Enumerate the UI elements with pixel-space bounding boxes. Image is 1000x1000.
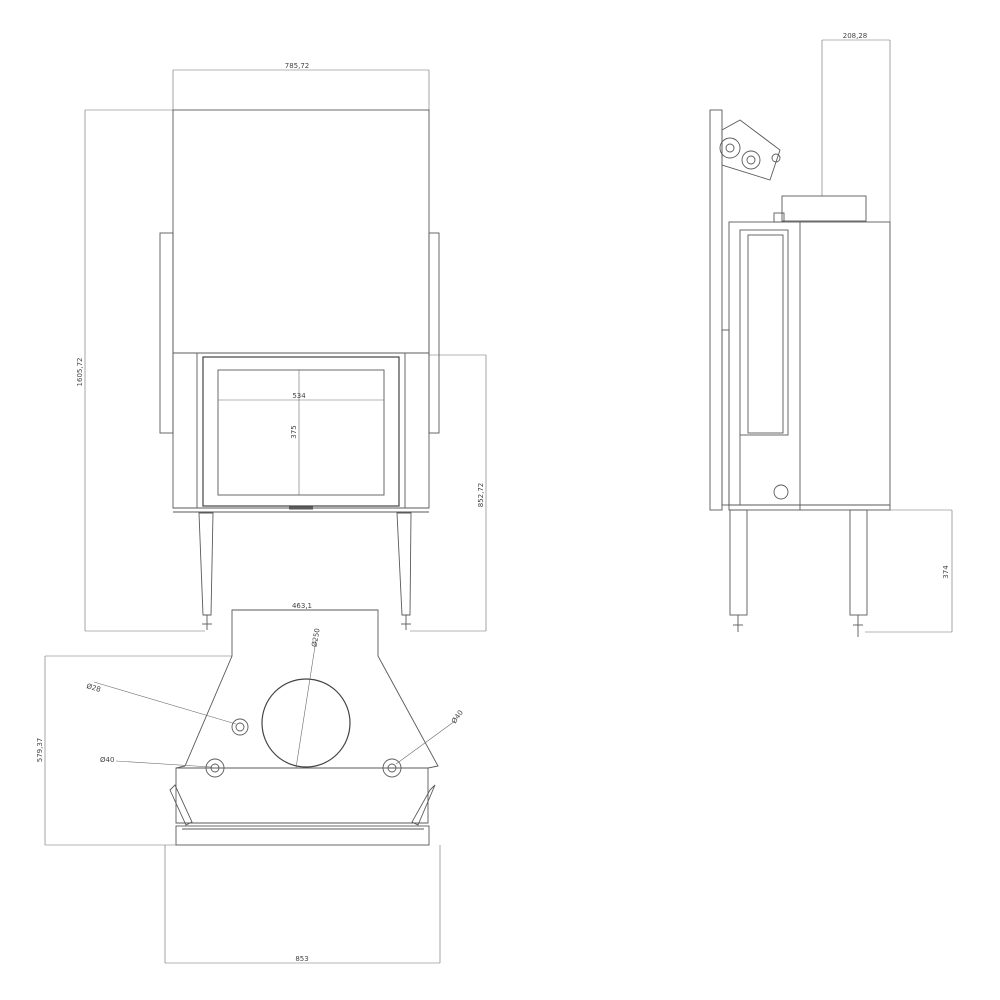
- label-door-to-floor: 852,72: [477, 483, 485, 508]
- front-side-panel-right: [428, 232, 440, 434]
- label-small-hole-2: Ø40: [100, 756, 114, 764]
- side-view: 208,28 37: [709, 32, 953, 637]
- front-firebox: [172, 352, 430, 509]
- top-hole-40-right: [382, 758, 402, 778]
- side-flue-collar: [781, 195, 867, 222]
- front-glass: [217, 369, 385, 496]
- label-glass-height: 375: [290, 425, 298, 438]
- front-door: [202, 356, 400, 507]
- dim-overall-height: 1605,72: [76, 109, 205, 632]
- top-flue-circle: [261, 678, 351, 768]
- front-side-panel-left: [159, 232, 174, 434]
- side-front-lip: [721, 329, 730, 506]
- top-view: 579,37 463,1 Ø250 Ø28 Ø40 Ø40 853: [36, 602, 465, 964]
- label-overall-height: 1605,72: [76, 358, 84, 387]
- side-door-frame: [739, 229, 789, 436]
- label-small-hole-1: Ø28: [85, 682, 101, 694]
- dim-overall-width: 785,72: [172, 62, 430, 112]
- front-leg-left: [198, 512, 214, 616]
- label-flue-collar-width: 463,1: [292, 602, 312, 610]
- side-air-knob: [773, 484, 789, 500]
- label-small-hole-3: Ø40: [450, 709, 465, 725]
- side-back-panel: [709, 109, 723, 511]
- label-overall-width: 785,72: [285, 62, 310, 70]
- top-bracket-left: [169, 784, 193, 826]
- side-body: [728, 221, 891, 511]
- label-base-width: 853: [295, 955, 308, 963]
- top-bracket-right: [411, 784, 436, 826]
- front-hood: [172, 109, 430, 354]
- front-view: 785,72 1605,72 534 375 852: [76, 62, 487, 632]
- side-bracket: [719, 119, 781, 181]
- top-hole-40-left: [205, 758, 225, 778]
- top-front-plate: [175, 825, 430, 846]
- label-flue-width: 208,28: [843, 32, 868, 40]
- top-plate: [175, 609, 439, 824]
- top-hole-28: [231, 718, 249, 736]
- front-leg-right: [396, 512, 412, 616]
- label-leg-height: 374: [942, 565, 950, 579]
- side-leg-front: [729, 509, 748, 616]
- label-depth: 579,37: [36, 738, 44, 763]
- side-leg-back: [849, 509, 868, 616]
- label-flue-diameter: Ø250: [310, 628, 321, 648]
- side-door-glass: [747, 234, 784, 434]
